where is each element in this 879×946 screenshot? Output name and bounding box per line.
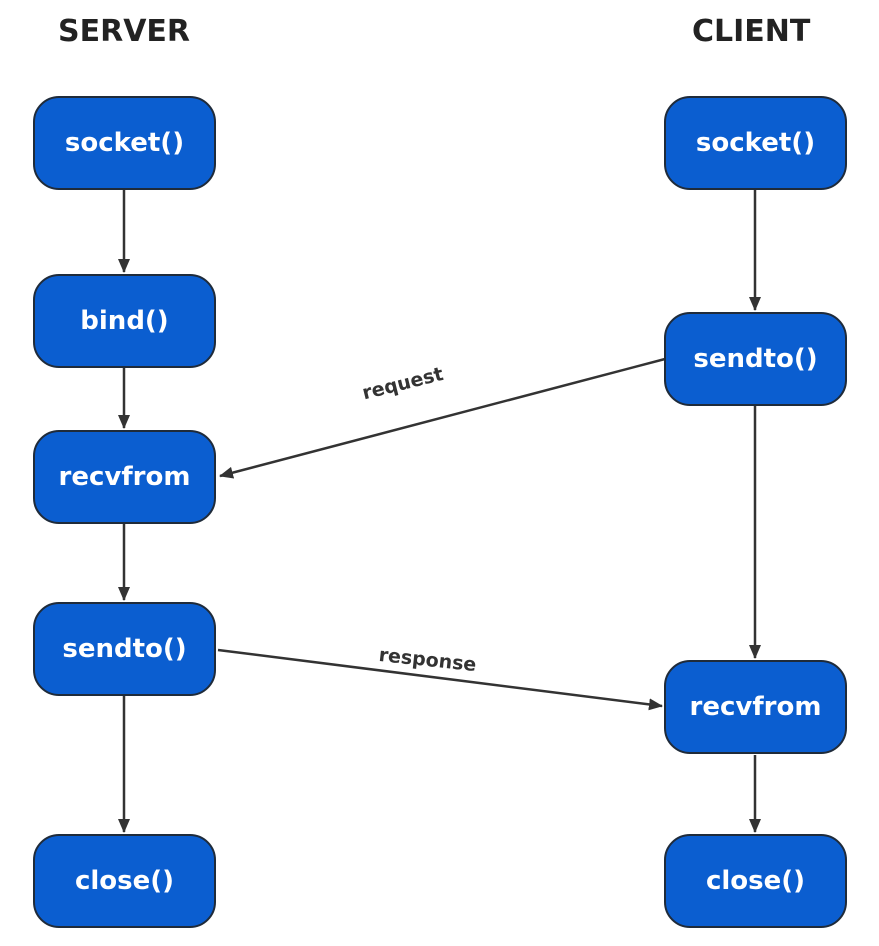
server-recvfrom-node: recvfrom xyxy=(33,430,216,524)
client-recvfrom-node: recvfrom xyxy=(664,660,847,754)
server-sendto-node: sendto() xyxy=(33,602,216,696)
server-socket-node: socket() xyxy=(33,96,216,190)
client-socket-node: socket() xyxy=(664,96,847,190)
client-title: CLIENT xyxy=(692,14,811,49)
server-close-node: close() xyxy=(33,834,216,928)
client-close-node: close() xyxy=(664,834,847,928)
client-sendto-node: sendto() xyxy=(664,312,847,406)
server-bind-node: bind() xyxy=(33,274,216,368)
arrow-request xyxy=(219,357,666,479)
arrow-response xyxy=(217,648,663,711)
server-title: SERVER xyxy=(58,14,191,49)
